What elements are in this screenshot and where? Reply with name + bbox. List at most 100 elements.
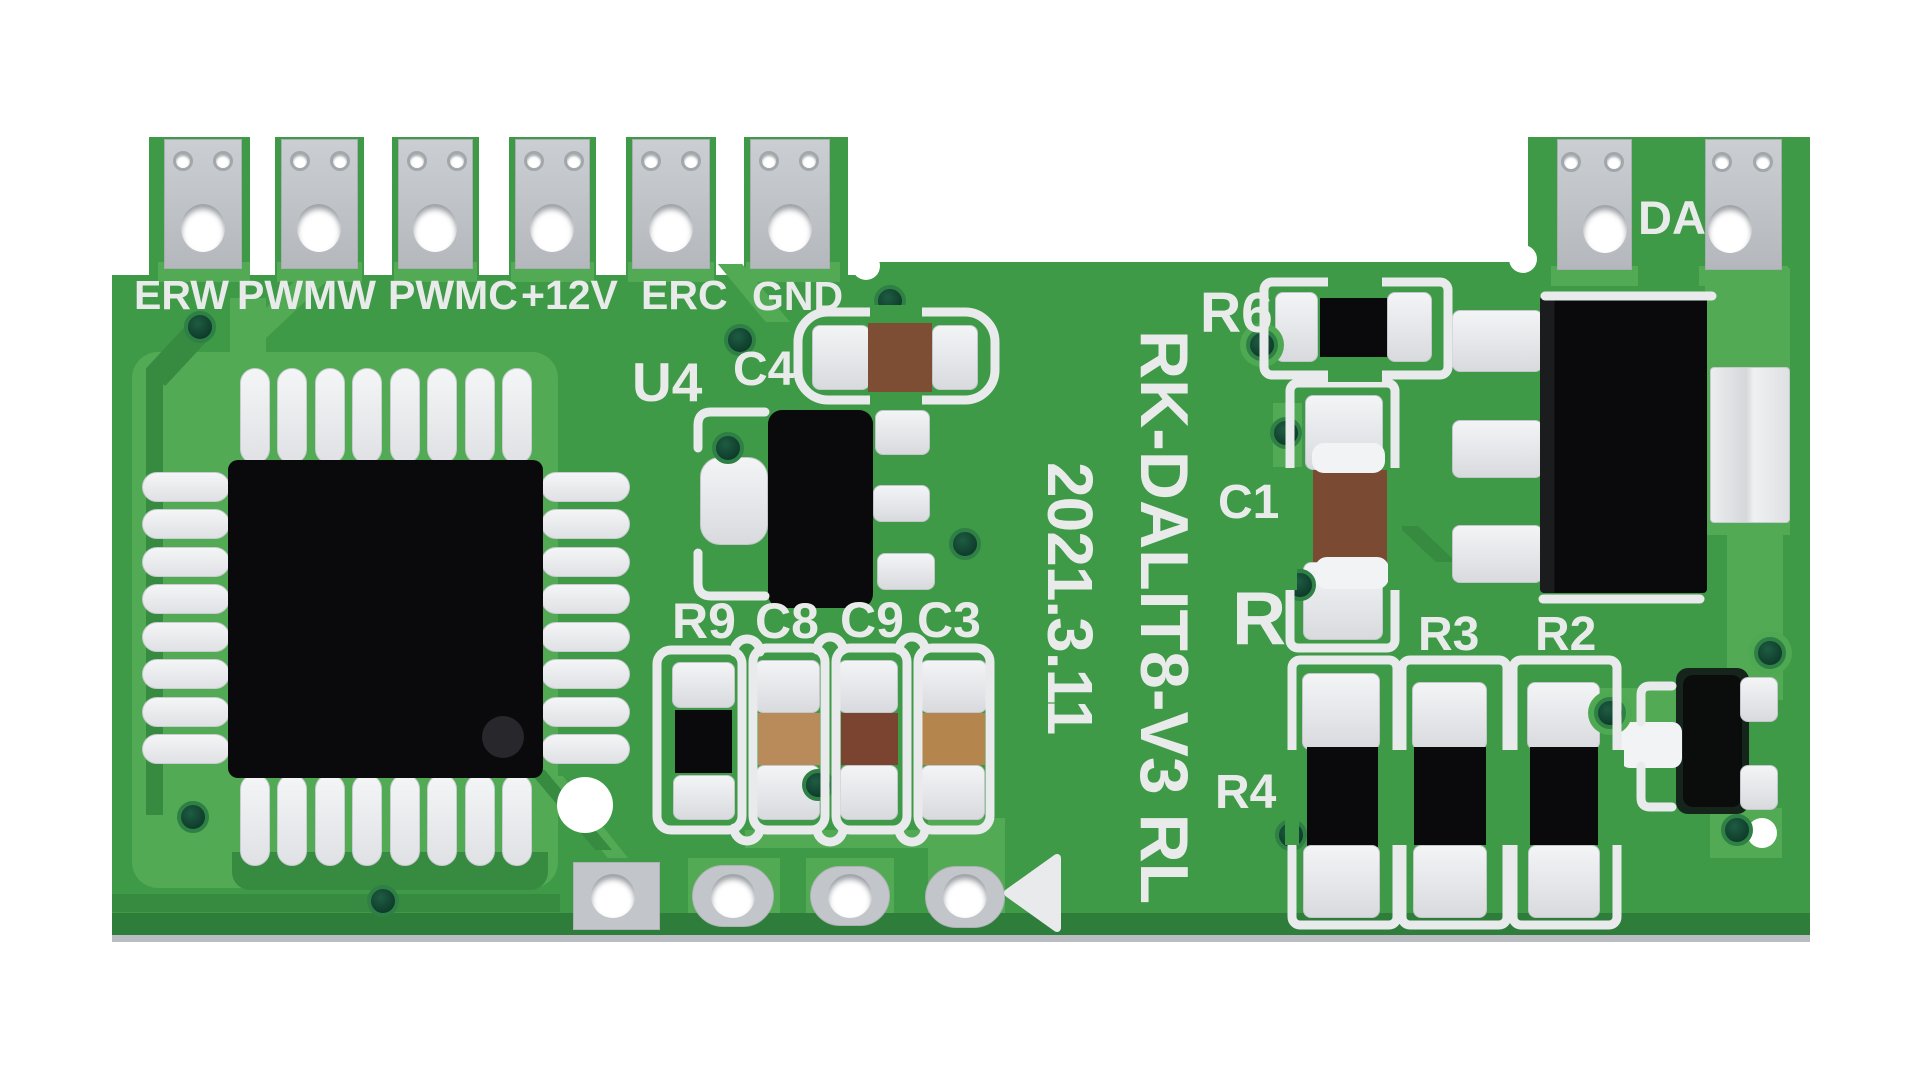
c8-body <box>758 713 820 765</box>
label-pwmw: PWMW <box>237 272 376 318</box>
r9-terminal <box>673 775 735 820</box>
via <box>177 801 209 833</box>
pin-hole <box>759 151 779 171</box>
qfp-lead <box>427 774 457 866</box>
c3-terminal <box>921 765 985 820</box>
screw-hole <box>181 204 225 252</box>
edge-notch <box>1509 245 1537 273</box>
mount-hole <box>943 874 987 918</box>
r3-body <box>1414 747 1486 845</box>
edge-notch <box>852 252 880 280</box>
c3-terminal <box>920 660 987 713</box>
label-gnd: GND <box>752 273 844 319</box>
label-r4: R4 <box>1215 766 1277 819</box>
power-ic <box>1540 296 1707 593</box>
label-u4: U4 <box>632 351 703 413</box>
mount-hole <box>591 874 635 918</box>
screw-hole <box>297 204 341 252</box>
pin-hole <box>447 151 467 171</box>
label-erc: ERC <box>641 272 728 318</box>
ic-tab-pad <box>1710 367 1790 523</box>
qfp-lead <box>315 368 345 464</box>
qfp-lead <box>142 659 230 689</box>
screw-hole <box>413 204 457 252</box>
r4-body <box>1307 747 1378 847</box>
pin-hole <box>1753 152 1773 172</box>
label-c3: C3 <box>917 592 981 648</box>
transistor-body <box>1683 675 1742 807</box>
qfp-lead <box>142 622 230 652</box>
pin-hole <box>213 151 233 171</box>
screw-hole <box>768 204 812 252</box>
qfp-lead <box>142 584 230 614</box>
label-pwmc: PWMC <box>388 272 518 318</box>
label-model-vertical: RK-DALIT8-V3 RL <box>1126 330 1202 905</box>
r3-terminal <box>1412 682 1487 750</box>
via <box>1754 637 1786 669</box>
via <box>712 432 744 464</box>
qfp-lead <box>142 734 230 764</box>
board-hole <box>557 777 613 833</box>
transistor-pad <box>1740 677 1778 722</box>
qfp-lead <box>541 622 630 652</box>
screw-hole <box>530 204 574 252</box>
c8-terminal <box>755 660 820 713</box>
pin-hole <box>564 151 584 171</box>
qfp-lead <box>465 368 495 464</box>
ic-lead <box>1452 310 1543 372</box>
c4-terminal <box>812 325 870 390</box>
c1-body <box>1313 470 1387 562</box>
c9-terminal <box>840 765 898 820</box>
c3-body <box>922 713 985 765</box>
pin-hole <box>407 151 427 171</box>
qfp-lead <box>352 774 382 866</box>
ic-lead <box>1452 525 1543 583</box>
mount-hole <box>828 874 872 918</box>
label-12v: +12V <box>521 272 618 318</box>
qfp-lead <box>427 368 457 464</box>
mount-hole <box>711 874 755 918</box>
label-r2: R2 <box>1535 608 1597 661</box>
screw-hole <box>649 204 693 252</box>
qfp-lead <box>390 368 420 464</box>
u4-chip <box>768 410 873 608</box>
transistor-solder <box>1620 722 1682 768</box>
pin-hole <box>1604 152 1624 172</box>
c1-solder <box>1315 557 1389 589</box>
via <box>724 324 756 356</box>
label-r: R <box>1232 576 1287 660</box>
label-c9: C9 <box>840 592 904 648</box>
r2-terminal <box>1527 682 1600 750</box>
qfp-lead <box>541 734 630 764</box>
board-mid-step <box>870 262 1528 276</box>
pin-hole <box>641 151 661 171</box>
r3-terminal <box>1413 845 1487 918</box>
u4-pad <box>873 485 930 522</box>
transistor-pad <box>1740 765 1778 810</box>
c4-body <box>868 323 932 392</box>
u4-pad <box>700 457 768 545</box>
label-r6: R6 <box>1200 281 1273 345</box>
via <box>184 311 216 343</box>
screw-hole <box>1583 205 1627 253</box>
pin-hole <box>1561 152 1581 172</box>
pin-hole <box>290 151 310 171</box>
pin-hole <box>1712 152 1732 172</box>
qfp-lead <box>541 472 630 502</box>
qfp-lead <box>142 472 230 502</box>
qfp-lead <box>142 697 230 727</box>
via <box>367 885 399 917</box>
r6-body <box>1320 298 1387 357</box>
qfp-lead <box>541 547 630 577</box>
screw-hole <box>1708 205 1752 253</box>
r9-terminal <box>672 662 735 708</box>
label-da: DA <box>1638 191 1706 244</box>
pin-hole <box>330 151 350 171</box>
via <box>1721 814 1753 846</box>
label-erw: ERW <box>134 272 229 318</box>
label-c1: C1 <box>1218 476 1280 529</box>
pin-hole <box>524 151 544 171</box>
trace <box>112 894 560 912</box>
